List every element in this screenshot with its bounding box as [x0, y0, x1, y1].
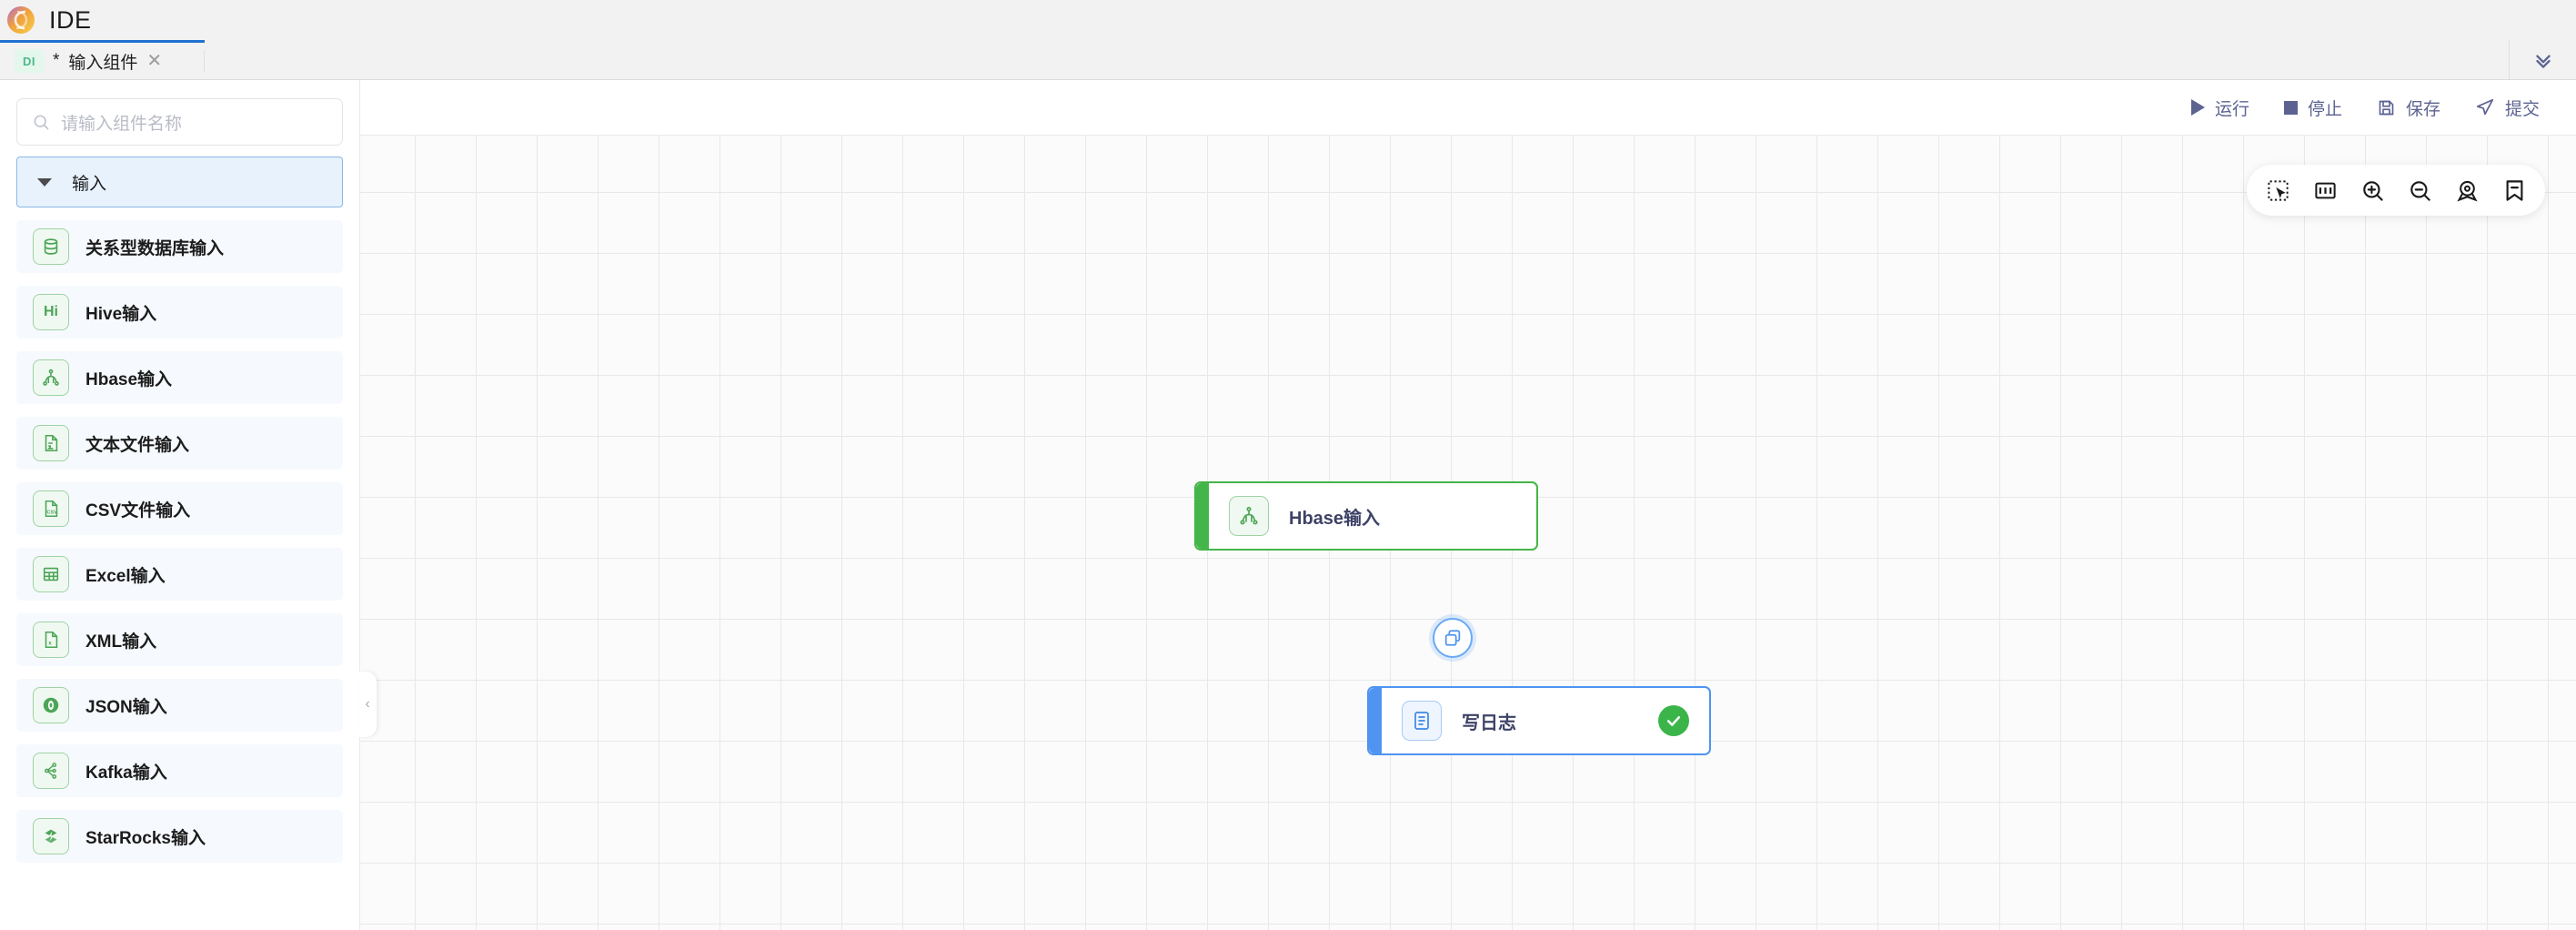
- component-label: 关系型数据库输入: [86, 238, 225, 258]
- node-inner: Hbase输入: [1209, 483, 1536, 549]
- flow-node-write-log[interactable]: 写日志: [1367, 686, 1711, 755]
- edge-badge-copy[interactable]: [1433, 618, 1473, 658]
- component-item-starrocks[interactable]: StarRocks输入: [16, 810, 343, 863]
- svg-text:x: x: [48, 641, 52, 647]
- component-label: 文本文件输入: [86, 435, 190, 455]
- stop-button[interactable]: 停止: [2283, 96, 2342, 120]
- search-placeholder: 请输入组件名称: [61, 114, 183, 134]
- component-label: Kafka输入: [86, 763, 167, 783]
- component-item-json[interactable]: JSON输入: [16, 679, 343, 732]
- canvas-tool-palette: [2247, 165, 2545, 216]
- sidebar-collapse-handle[interactable]: ‹: [358, 672, 377, 737]
- app-title: IDE: [49, 5, 92, 34]
- action-toolbar: 运行 停止 保存: [360, 80, 2576, 135]
- node-accent-bar: [1369, 688, 1382, 753]
- run-label: 运行: [2214, 99, 2249, 119]
- stop-icon: [2283, 100, 2298, 115]
- hbase-tree-icon: [33, 359, 69, 396]
- kafka-nodes-icon: [33, 753, 69, 789]
- close-icon[interactable]: ✕: [146, 51, 163, 71]
- run-button[interactable]: 运行: [2190, 96, 2249, 120]
- zoom-in-icon[interactable]: [2349, 167, 2396, 214]
- component-item-kafka[interactable]: Kafka输入: [16, 744, 343, 797]
- tab-input-components[interactable]: DI * 输入组件 ✕: [0, 40, 205, 79]
- component-label: Excel输入: [86, 566, 166, 586]
- component-label: XML输入: [86, 632, 157, 652]
- flow-node-hbase-input[interactable]: Hbase输入: [1194, 481, 1538, 551]
- text-file-icon: [33, 425, 69, 461]
- component-label: CSV文件输入: [86, 500, 191, 521]
- title-bar: IDE: [0, 0, 2576, 40]
- send-plane-icon: [2475, 97, 2495, 117]
- category-header-input[interactable]: 输入: [16, 157, 343, 207]
- database-icon: [33, 228, 69, 265]
- select-area-icon[interactable]: [2254, 167, 2301, 214]
- search-icon: [32, 113, 50, 131]
- node-accent-bar: [1196, 483, 1209, 549]
- hbase-tree-icon: [1229, 496, 1269, 536]
- tab-modified-marker: *: [53, 51, 60, 70]
- play-icon: [2190, 99, 2205, 116]
- tab-label: 输入组件: [68, 53, 138, 73]
- json-circle-icon: [33, 687, 69, 723]
- component-item-relational-db[interactable]: 关系型数据库输入: [16, 220, 343, 273]
- tab-bar: DI * 输入组件 ✕: [0, 40, 2576, 80]
- node-label: 写日志: [1462, 713, 1516, 733]
- tab-bar-spacer: [205, 40, 2509, 79]
- locate-center-icon[interactable]: [2443, 167, 2490, 214]
- chevron-double-down-icon[interactable]: [2509, 40, 2576, 79]
- starrocks-icon: [33, 818, 69, 854]
- component-sidebar: 请输入组件名称 输入 关系型数据库输入: [0, 80, 377, 930]
- node-label: Hbase输入: [1289, 508, 1381, 529]
- component-item-text-file[interactable]: 文本文件输入: [16, 417, 343, 470]
- canvas-area: 运行 停止 保存: [360, 80, 2576, 930]
- component-label: Hbase输入: [86, 369, 173, 389]
- component-label: StarRocks输入: [86, 828, 206, 848]
- component-label: Hive输入: [86, 304, 157, 324]
- component-item-excel[interactable]: Excel输入: [16, 548, 343, 601]
- svg-text:CSV: CSV: [46, 510, 57, 516]
- hive-text-icon: Hi: [33, 294, 69, 330]
- check-circle-icon: [1658, 705, 1689, 736]
- document-lines-icon: [1402, 701, 1442, 741]
- caret-down-icon: [37, 177, 52, 187]
- save-button[interactable]: 保存: [2377, 96, 2440, 120]
- component-label: JSON输入: [86, 697, 167, 717]
- component-item-hbase[interactable]: Hbase输入: [16, 351, 343, 404]
- category-label: 输入: [72, 174, 107, 194]
- csv-file-icon: CSV: [33, 490, 69, 527]
- flow-canvas[interactable]: Hbase输入 写日志: [360, 135, 2576, 930]
- node-inner: 写日志: [1382, 688, 1709, 753]
- component-item-hive[interactable]: Hi Hive输入: [16, 286, 343, 339]
- xml-file-icon: x: [33, 622, 69, 658]
- submit-button[interactable]: 提交: [2475, 96, 2540, 120]
- component-item-csv-file[interactable]: CSV CSV文件输入: [16, 482, 343, 535]
- zoom-out-icon[interactable]: [2396, 167, 2443, 214]
- swirl-logo-icon: [5, 5, 36, 35]
- tab-type-badge: DI: [15, 49, 44, 73]
- submit-label: 提交: [2504, 99, 2540, 119]
- search-input[interactable]: 请输入组件名称: [16, 98, 343, 146]
- save-disk-icon: [2377, 98, 2396, 117]
- fit-one-to-one-icon[interactable]: [2301, 167, 2349, 214]
- edge-layer: [360, 136, 633, 272]
- bookmark-minus-icon[interactable]: [2490, 167, 2538, 214]
- search-wrapper: 请输入组件名称: [16, 80, 343, 157]
- component-item-xml[interactable]: x XML输入: [16, 613, 343, 666]
- save-label: 保存: [2405, 99, 2440, 119]
- chevron-left-icon: ‹: [365, 696, 370, 712]
- component-list: 关系型数据库输入 Hi Hive输入 Hbase输入: [16, 220, 343, 863]
- main-body: 请输入组件名称 输入 关系型数据库输入: [0, 80, 2576, 930]
- stop-label: 停止: [2307, 99, 2342, 119]
- excel-grid-icon: [33, 556, 69, 592]
